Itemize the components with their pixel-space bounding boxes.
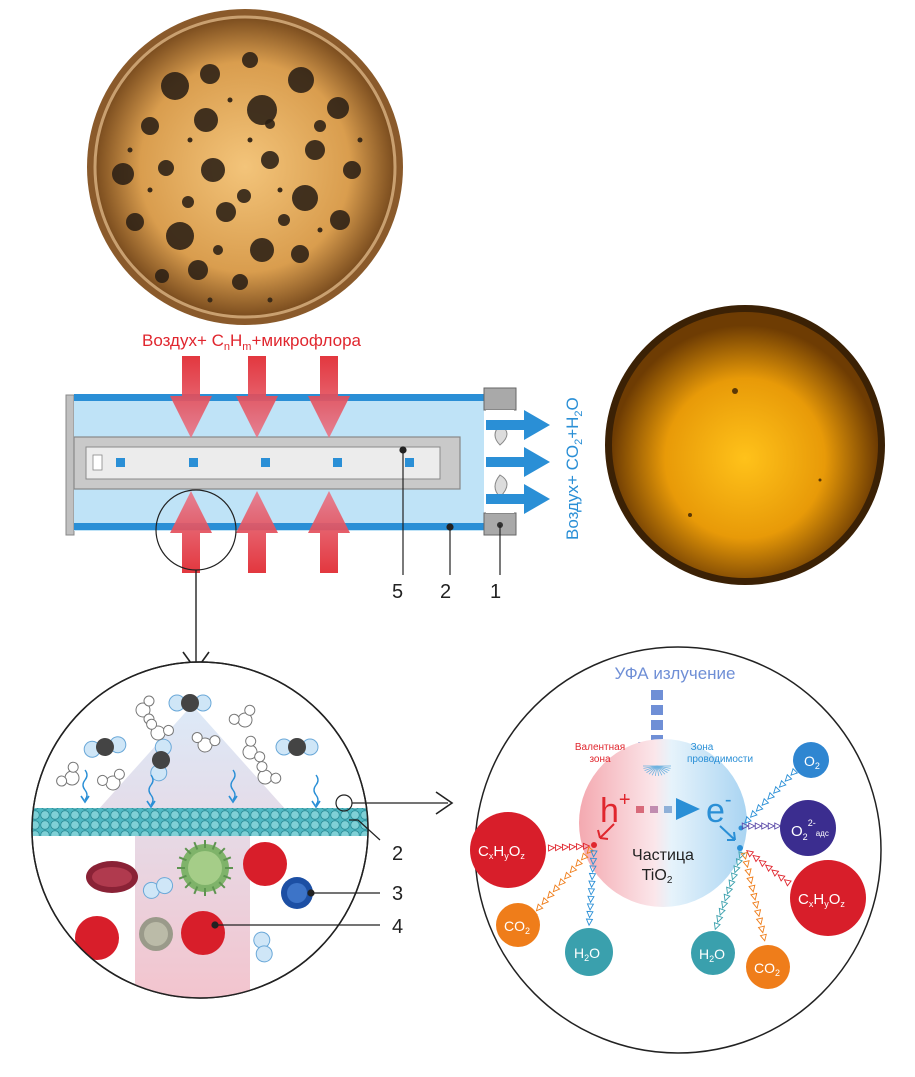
conduction-label-1: Зона (691, 742, 714, 753)
co2-molecule (168, 694, 212, 712)
bacteria-red (86, 861, 138, 893)
svg-text:CO2: CO2 (504, 918, 530, 936)
inlet-arrows (170, 356, 350, 573)
o2-bubble: O2 (793, 742, 829, 778)
particle-title-2: TiO2 (642, 867, 673, 886)
colony (201, 158, 225, 182)
valence-label-2: зона (589, 754, 611, 765)
colony (112, 163, 134, 185)
o2-ads-bubble: O22-адс (780, 800, 836, 856)
h2o-molecule (56, 761, 80, 787)
co2-molecule (150, 738, 172, 782)
co2-molecule (83, 736, 127, 758)
inlet-label: Воздух+ CnHm+микрофлора (142, 331, 362, 353)
uv-label: УФА излучение (614, 664, 735, 683)
svg-text:CxHyOz: CxHyOz (478, 843, 525, 861)
cxhyoz-left-bubble: CxHyOz (470, 812, 546, 888)
colony (155, 269, 169, 283)
colony (213, 245, 223, 255)
charge-transfer-arrow (636, 798, 700, 820)
colony (237, 189, 251, 203)
o2-molecule (142, 877, 174, 899)
colony (330, 210, 350, 230)
colony (327, 97, 349, 119)
h2o-left-bubble: H2O (565, 928, 613, 976)
svg-text:O22-адс: O22-адс (791, 818, 829, 842)
callout-5: 5 (392, 581, 403, 603)
colony (291, 245, 309, 263)
virus-blue (281, 877, 313, 909)
callout-2: 2 (440, 581, 451, 603)
h2o-molecule (146, 718, 175, 741)
colony (305, 140, 325, 160)
virus-green (177, 840, 233, 896)
colony (126, 213, 144, 231)
zoom-callout-4: 4 (392, 916, 403, 938)
outlet-label: Воздух+ CO2+H2O (563, 397, 585, 540)
svg-text:O2: O2 (804, 753, 820, 771)
pipe-callouts (399, 446, 501, 575)
o2-molecule (120, 1004, 153, 1036)
co2-right-bubble: CO2 (746, 945, 790, 989)
petri-dish-contaminated (87, 9, 403, 325)
colony (288, 67, 314, 93)
svg-text:CO2: CO2 (754, 960, 780, 978)
particle-title-1: Частица (632, 847, 694, 864)
h2o-right-bubble: H2O (691, 931, 735, 975)
colony (216, 202, 236, 222)
outlet-arrow (486, 410, 550, 440)
svg-text:H2O: H2O (574, 945, 600, 963)
co2-molecule (275, 738, 319, 756)
conduction-label-2: проводимости (687, 754, 753, 765)
zoom-view (31, 661, 369, 1036)
o2-molecule (253, 931, 273, 963)
cxhyoz-right-bubble: CxHyOz (790, 860, 866, 936)
outlet-arrow (486, 447, 550, 477)
reactor-pipe (65, 387, 550, 536)
colony (261, 151, 279, 169)
colony (158, 160, 174, 176)
h2o-molecule (256, 761, 282, 785)
colony (188, 260, 208, 280)
electron-symbol: e- (706, 789, 732, 830)
virus-grey (139, 917, 173, 951)
outlet-arrow (486, 484, 550, 514)
colony (166, 222, 194, 250)
colony (250, 238, 274, 262)
h2o-molecule (191, 732, 221, 753)
colony (343, 161, 361, 179)
h2o-molecule (228, 704, 256, 728)
tio2-sphere (579, 739, 747, 907)
zoom-callouts (211, 791, 454, 929)
colony (247, 95, 277, 125)
svg-text:CxHyOz: CxHyOz (798, 891, 845, 909)
colony (314, 120, 326, 132)
colony (200, 64, 220, 84)
colony (265, 119, 275, 129)
colony (182, 196, 194, 208)
colony (292, 185, 318, 211)
colony (232, 274, 248, 290)
bacterial-colonies (112, 52, 363, 303)
colony (194, 108, 218, 132)
colony (278, 214, 290, 226)
petri-dish-clean (605, 305, 885, 585)
valence-label-1: Валентная (575, 742, 625, 753)
colony (161, 72, 189, 100)
callout-1: 1 (490, 581, 501, 603)
co2-left-bubble: CO2 (496, 903, 540, 947)
colony (242, 52, 258, 68)
tio2-particle-view: УФА излучение Валентная зона Зона провод… (470, 646, 882, 1054)
zoom-callout-2: 2 (392, 843, 403, 865)
colony (141, 117, 159, 135)
h2o-molecule (96, 768, 125, 791)
hole-symbol: h+ (600, 789, 631, 830)
svg-text:H2O: H2O (699, 946, 725, 964)
zoom-callout-3: 3 (392, 883, 403, 905)
